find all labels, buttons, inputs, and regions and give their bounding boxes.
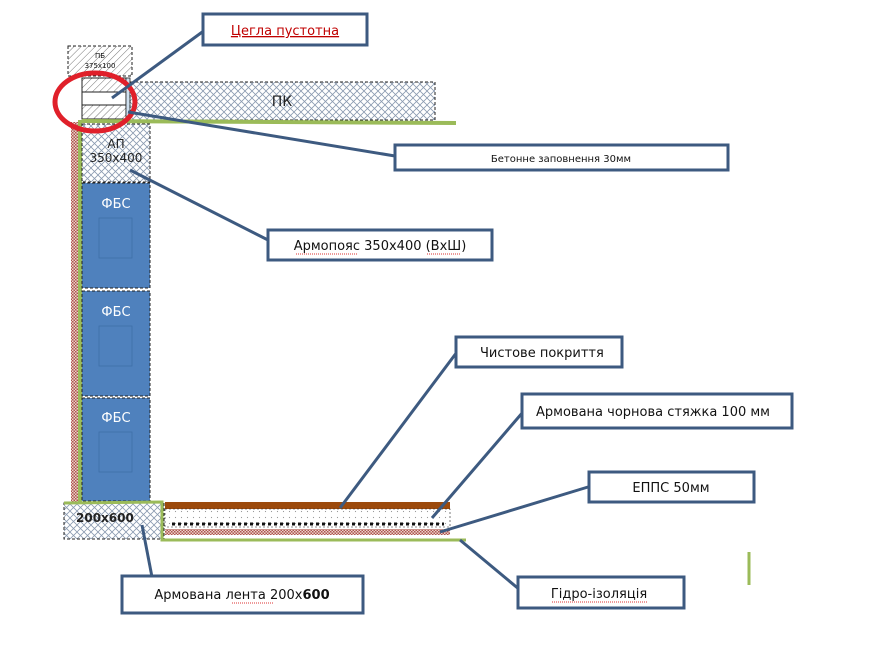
hollow-brick (81, 77, 127, 120)
fbs-label: ФБС (101, 305, 130, 320)
armopoyas-size: 350x400 (90, 151, 143, 165)
fbs-label: ФБС (101, 411, 130, 426)
footing-waterproofing (63, 500, 466, 542)
finish-floor (165, 502, 450, 509)
brick-cladding (71, 122, 79, 502)
callout-epps: ЕППС 50мм (587, 470, 756, 504)
armopoyas-label: АП (107, 137, 124, 151)
slab-waterproofing (81, 119, 457, 125)
callout-waterproofing-text: Гідро-ізоляція (551, 587, 647, 602)
floor-layers (164, 502, 451, 535)
callout-footing: Армована лента 200x600 (120, 574, 365, 615)
callout-concrete-fill-text: Бетонне заповнення 30мм (491, 154, 631, 165)
fbs-block: ФБС (81, 397, 151, 502)
fbs-label: ФБС (101, 197, 130, 212)
callout-waterproofing: Гідро-ізоляція (516, 575, 686, 610)
highlight-circle (52, 70, 138, 134)
callout-armopoyas-text: Армопояс 350x400 (ВхШ) (294, 239, 467, 254)
callout-finish-text: Чистове покриття (480, 346, 604, 361)
strip-footing-label: 200x600 (76, 511, 134, 525)
top-block-label: ПБ (95, 52, 105, 60)
callout-brick: Цегла пустотна (201, 12, 369, 47)
vertical-waterproofing (78, 120, 82, 502)
callout-screed-text: Армована чорнова стяжка 100 мм (536, 405, 770, 420)
epps-layer (165, 529, 450, 535)
strip-footing: 200x600 (63, 502, 165, 540)
callout-concrete-fill: Бетонне заповнення 30мм (393, 143, 730, 172)
hollow-core-slab: ПК (129, 81, 436, 121)
callout-footing-text: Армована лента 200x600 (154, 588, 329, 603)
callout-screed: Армована чорнова стяжка 100 мм (520, 392, 794, 430)
slab-label: ПК (272, 94, 293, 110)
armopoyas-block: АП 350x400 (81, 123, 151, 183)
fbs-block: ФБС (81, 182, 151, 289)
callout-epps-text: ЕППС 50мм (632, 481, 709, 496)
callout-brick-text: Цегла пустотна (231, 24, 339, 39)
callout-armopoyas: Армопояс 350x400 (ВхШ) (266, 228, 494, 262)
top-block-size: 375x100 (85, 62, 116, 70)
fbs-block: ФБС (81, 290, 151, 397)
callout-finish: Чистове покриття (454, 335, 624, 369)
leader-lines (111, 28, 589, 592)
